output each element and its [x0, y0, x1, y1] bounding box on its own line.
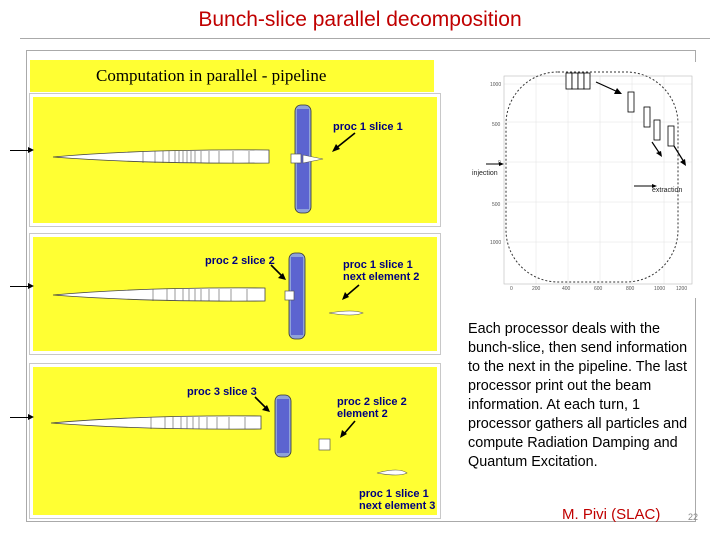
y-tick-3: 500	[492, 202, 501, 208]
panel-1-diagram	[52, 104, 356, 214]
element-box	[284, 290, 295, 301]
x-tick-6: 1200	[676, 286, 687, 292]
ring-x-ticks: 0 200 400 600 800 1000 1200	[510, 286, 687, 292]
injection-arrow-1	[10, 147, 34, 153]
ring-orbit	[505, 71, 679, 283]
panel-2: proc 2 slice 2 proc 1 slice 1 next eleme…	[30, 234, 440, 354]
pipeline-title: Computation in parallel - pipeline	[30, 60, 434, 92]
panel-3-label-5: next element 3	[359, 500, 436, 512]
panel-2-label-1: proc 2 slice 2	[205, 255, 275, 267]
panel-3-label-3: element 2	[337, 408, 388, 420]
ring-plot-svg: 1000 500 0 500 1000 0 200 400 600 800 10…	[472, 71, 693, 292]
element-box	[290, 153, 302, 164]
title-divider	[20, 38, 710, 39]
panel-3-label-1: proc 3 slice 3	[187, 386, 257, 398]
x-tick-1: 200	[532, 286, 541, 292]
panel-1-label-1: proc 1 slice 1	[333, 121, 403, 133]
y-tick-1: 500	[492, 122, 501, 128]
panel-3-label-2: proc 2 slice 2	[337, 396, 407, 408]
panel-2-label-3: next element 2	[343, 271, 420, 283]
panel-2-diagram	[52, 252, 364, 340]
panel-3: proc 3 slice 3 proc 2 slice 2 element 2 …	[30, 364, 440, 518]
ring-plot: 1000 500 0 500 1000 0 200 400 600 800 10…	[456, 62, 704, 298]
panel-2-label-2: proc 1 slice 1	[343, 259, 413, 271]
element-box	[318, 438, 331, 451]
panel-3-label-4: proc 1 slice 1	[359, 488, 429, 500]
y-tick-0: 1000	[490, 82, 501, 88]
injection-arrow-3	[10, 414, 34, 420]
page-number: 22	[688, 512, 699, 522]
extraction-label: extraction	[652, 187, 682, 194]
panel-1: proc 1 slice 1	[30, 94, 440, 226]
x-tick-3: 600	[594, 286, 603, 292]
x-tick-0: 0	[510, 286, 513, 292]
x-tick-5: 1000	[654, 286, 665, 292]
y-tick-4: 1000	[490, 240, 501, 246]
x-tick-4: 800	[626, 286, 635, 292]
author-footer: M. Pivi (SLAC)	[562, 506, 661, 523]
x-tick-2: 400	[562, 286, 571, 292]
injection-label: injection	[472, 170, 498, 177]
panel-3-diagram	[50, 394, 408, 476]
description-text: Each processor deals with the bunch-slic…	[468, 321, 688, 470]
injection-arrow-2	[10, 283, 34, 289]
bunch-outline	[52, 149, 270, 164]
bunch-slices	[565, 72, 675, 147]
slide-title: Bunch-slice parallel decomposition	[198, 8, 522, 31]
